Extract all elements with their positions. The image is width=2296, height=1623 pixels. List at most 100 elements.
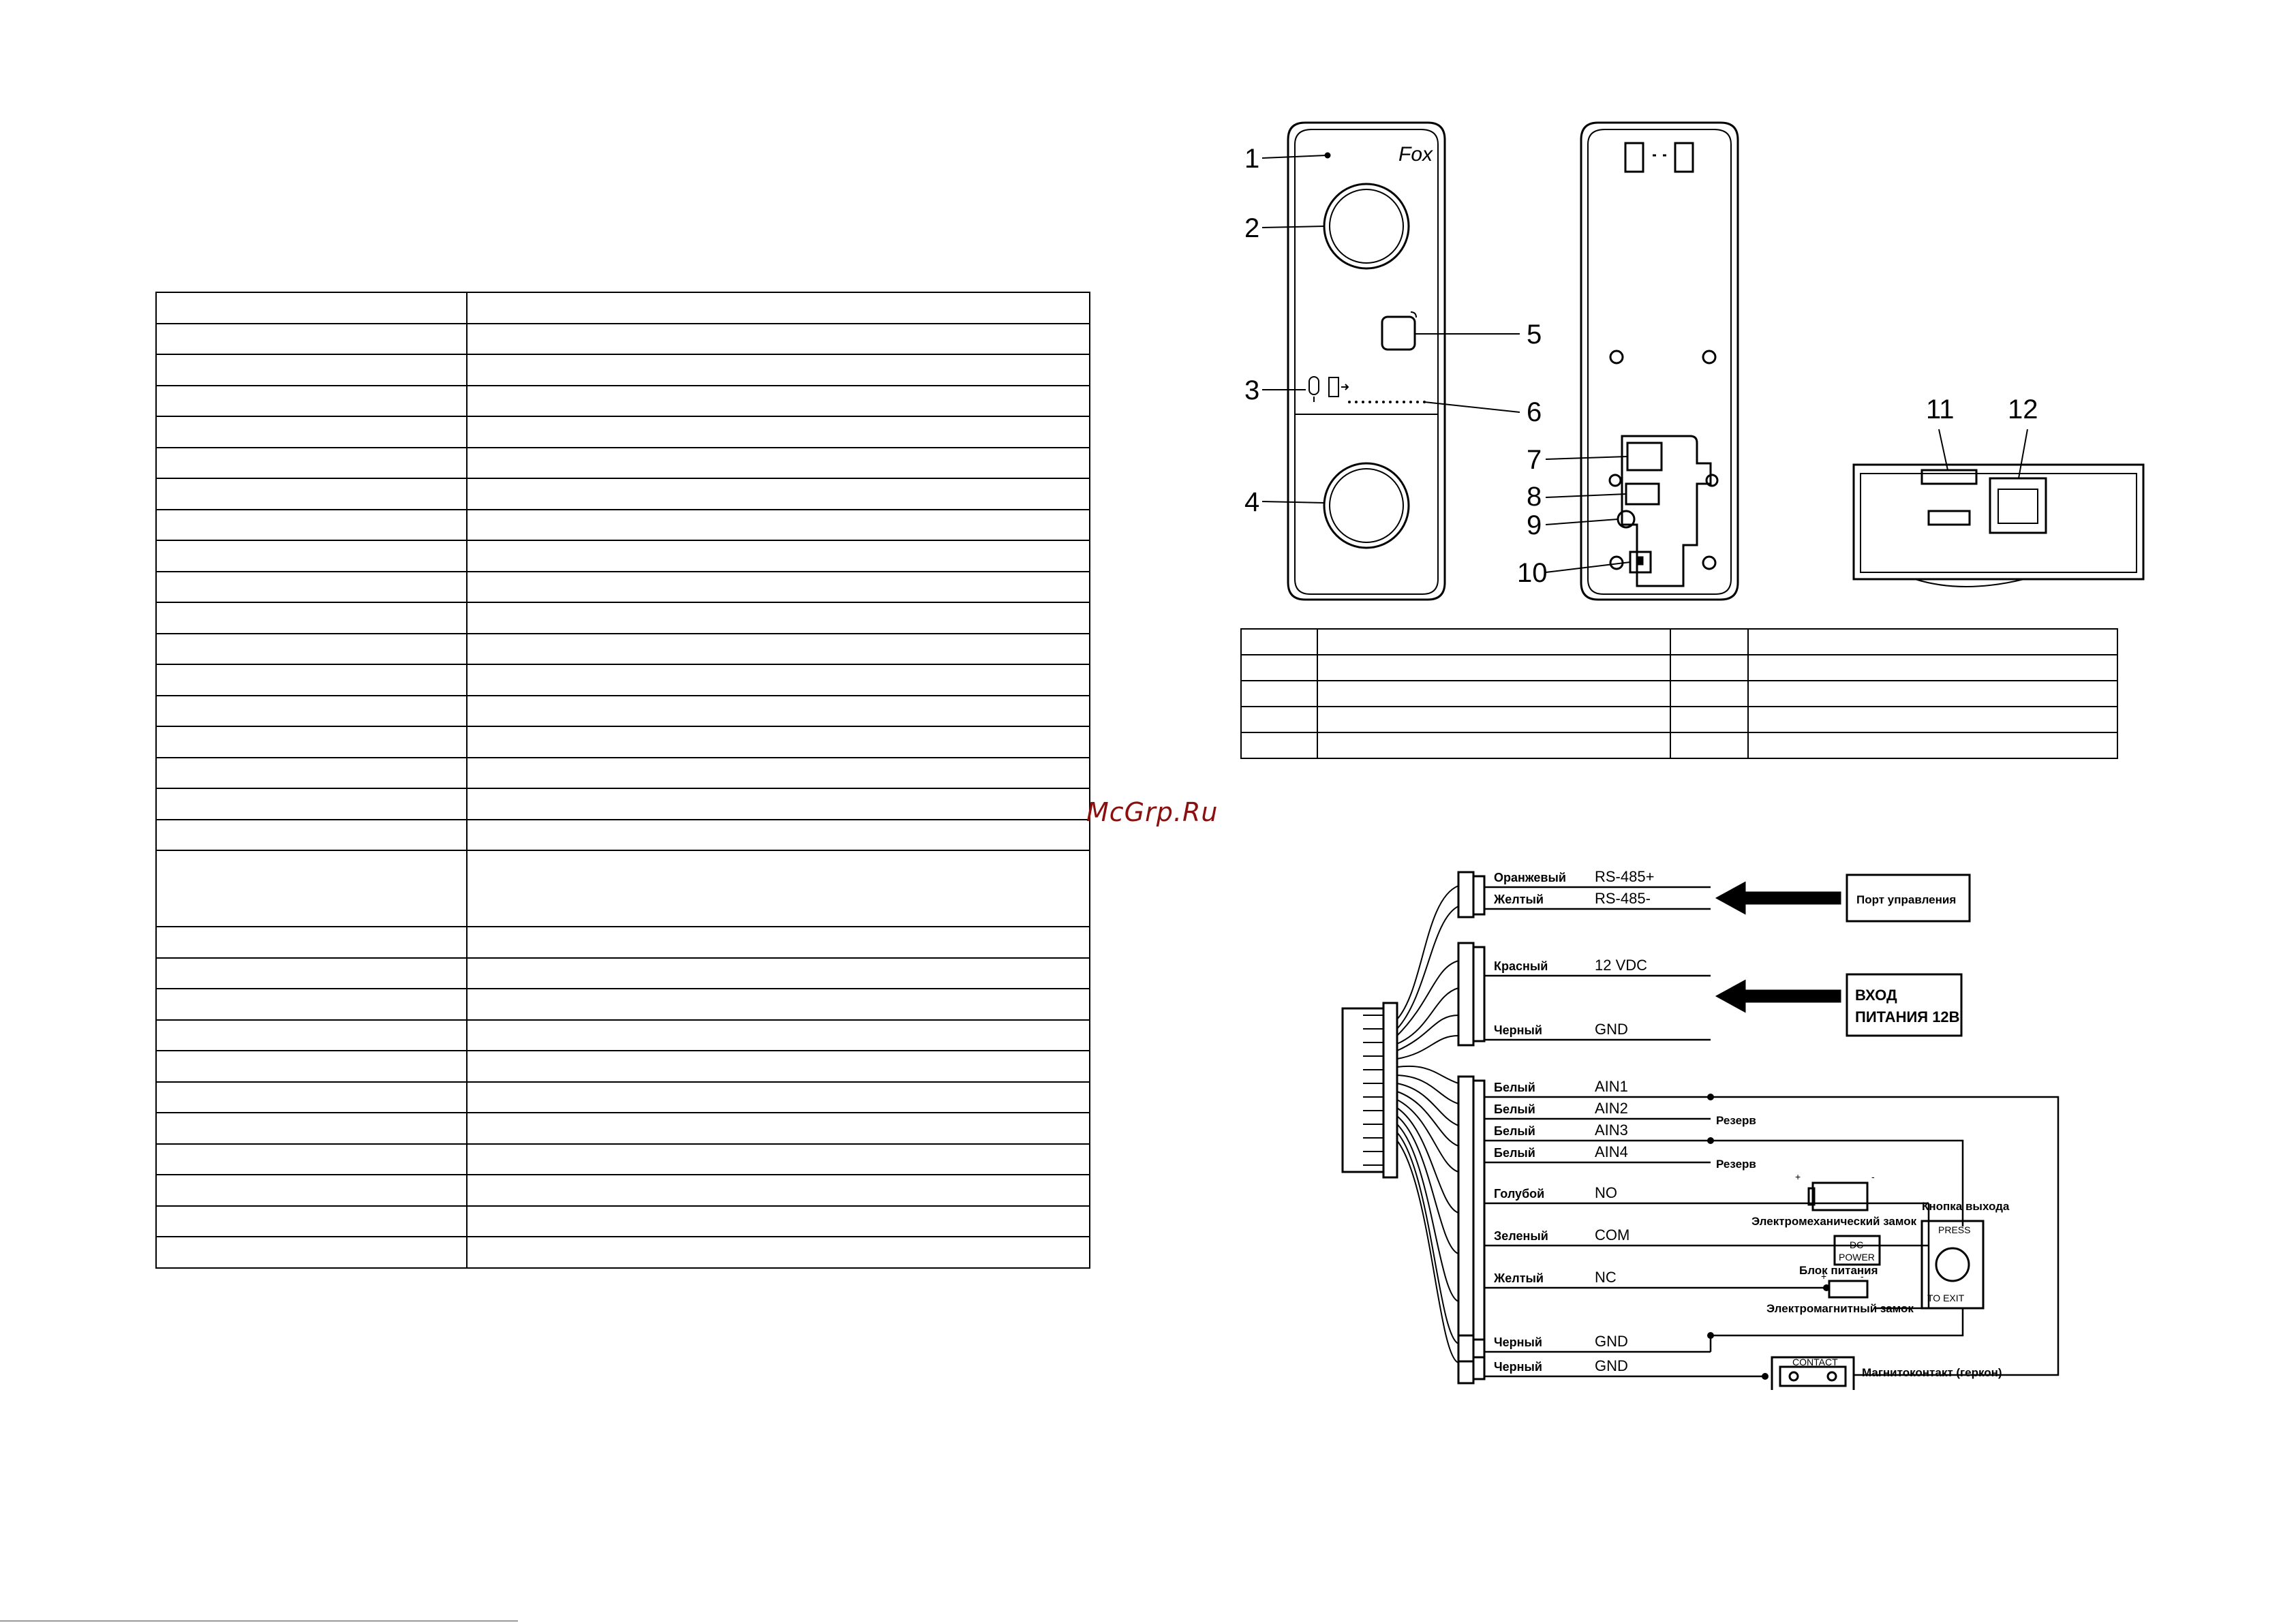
spec-table-cell (155, 1050, 468, 1083)
spec-table-row (155, 957, 1090, 989)
signal-no: NO (1595, 1184, 1617, 1201)
bottom-rule (0, 1620, 518, 1622)
spec-table-cell (466, 446, 1090, 479)
spec-table-cell (466, 1019, 1090, 1051)
lock-minus: - (1871, 1171, 1875, 1182)
signal-com: COM (1595, 1226, 1629, 1243)
group-2-connector (1457, 942, 1475, 1047)
spec-table-cell (155, 694, 468, 727)
electromagnetic-lock (1828, 1280, 1869, 1299)
callout-2: 2 (1244, 213, 1259, 243)
spec-table (155, 292, 1090, 1269)
spec-table-cell (155, 540, 468, 572)
back-panel-outline (1580, 121, 1739, 601)
spec-table-cell (466, 1112, 1090, 1145)
power-arrow (1715, 979, 1841, 1013)
legend-table-cell (1747, 706, 2118, 733)
spec-table-cell (155, 1174, 468, 1207)
wire-color-red: Красный (1494, 959, 1548, 973)
spec-table-row (155, 694, 1090, 727)
spec-table-cell (466, 478, 1090, 510)
spec-table-cell (466, 664, 1090, 696)
wire-color-green: Зеленый (1494, 1229, 1548, 1243)
reed-switch-label: Магнитоконтакт (геркон) (1862, 1366, 2002, 1379)
main-connector (1341, 1007, 1385, 1173)
spec-table-cell (466, 788, 1090, 820)
bottom-view-outline (1852, 463, 2145, 581)
legend-table-cell (1747, 680, 2118, 707)
exit-button-to-exit: TO EXIT (1927, 1293, 1965, 1303)
spec-table-row (155, 756, 1090, 789)
spec-table-cell (466, 570, 1090, 603)
spec-table-cell (466, 988, 1090, 1021)
power-input-label-1: ВХОД (1855, 987, 1897, 1004)
spec-table-row (155, 1019, 1090, 1051)
spec-table-row (155, 416, 1090, 448)
electromech-lock (1811, 1181, 1869, 1211)
spec-table-cell (155, 850, 468, 927)
wire-color-white-1: Белый (1494, 1081, 1535, 1094)
spec-table-row (155, 1112, 1090, 1145)
spec-table-cell (155, 756, 468, 789)
spec-table-cell (466, 292, 1090, 324)
spec-table-cell (155, 1143, 468, 1175)
spec-table-cell (466, 508, 1090, 541)
spec-table-row (155, 322, 1090, 355)
power-input-box (1846, 973, 1963, 1037)
spec-table-cell (155, 1112, 468, 1145)
front-panel-outline (1287, 121, 1446, 601)
spec-table-row (155, 850, 1090, 927)
signal-rs485-plus: RS-485+ (1595, 868, 1654, 885)
microphone-icon (1308, 376, 1319, 402)
callout-9: 9 (1527, 510, 1542, 540)
spec-table-row (155, 354, 1090, 386)
spec-table-cell (466, 1236, 1090, 1269)
spec-table-cell (466, 540, 1090, 572)
spec-table-cell (466, 926, 1090, 959)
legend-table (1240, 628, 2118, 759)
spec-table-cell (155, 322, 468, 355)
signal-ain2: AIN2 (1595, 1100, 1628, 1117)
electromech-lock-label: Электромеханический замок (1751, 1215, 1917, 1228)
legend-table-cell (1317, 706, 1671, 733)
spec-table-cell (466, 384, 1090, 417)
spec-table-row (155, 788, 1090, 820)
signal-ain4: AIN4 (1595, 1143, 1628, 1160)
lock-plus: + (1795, 1171, 1801, 1182)
spec-table-cell (155, 570, 468, 603)
spec-table-cell (155, 726, 468, 758)
legend-table-cell (1747, 654, 2118, 681)
legend-table-row (1240, 706, 2118, 733)
spec-table-cell (466, 694, 1090, 727)
callout-12: 12 (2008, 395, 2038, 424)
spec-table-cell (155, 818, 468, 851)
spec-table-row (155, 1174, 1090, 1207)
spec-table-cell (155, 508, 468, 541)
control-port-box (1846, 874, 1971, 923)
spec-table-cell (466, 602, 1090, 634)
callout-10: 10 (1517, 558, 1548, 588)
signal-ain1: AIN1 (1595, 1078, 1628, 1095)
connector-7 (1626, 442, 1663, 472)
spec-table-row (155, 988, 1090, 1021)
spec-table-row (155, 508, 1090, 541)
spec-table-cell (155, 478, 468, 510)
spec-table-cell (155, 292, 468, 324)
spec-table-cell (466, 322, 1090, 355)
spec-table-cell (466, 416, 1090, 448)
legend-table-cell (1317, 732, 1671, 759)
callout-8: 8 (1527, 482, 1542, 512)
wire-color-yellow-2: Желтый (1493, 1271, 1544, 1285)
callout-6: 6 (1527, 397, 1542, 427)
spec-table-cell (466, 726, 1090, 758)
legend-table-cell (1317, 680, 1671, 707)
wire-color-black-2: Черный (1494, 1335, 1542, 1349)
spec-table-cell (155, 1019, 468, 1051)
contact-label: CONTACT (1792, 1357, 1838, 1367)
legend-table-cell (1747, 732, 2118, 759)
callout-3: 3 (1244, 375, 1259, 405)
wire-color-white-2: Белый (1494, 1102, 1535, 1116)
spec-table-row (155, 384, 1090, 417)
legend-table-cell (1670, 628, 1749, 655)
signal-gnd-3: GND (1595, 1357, 1628, 1374)
